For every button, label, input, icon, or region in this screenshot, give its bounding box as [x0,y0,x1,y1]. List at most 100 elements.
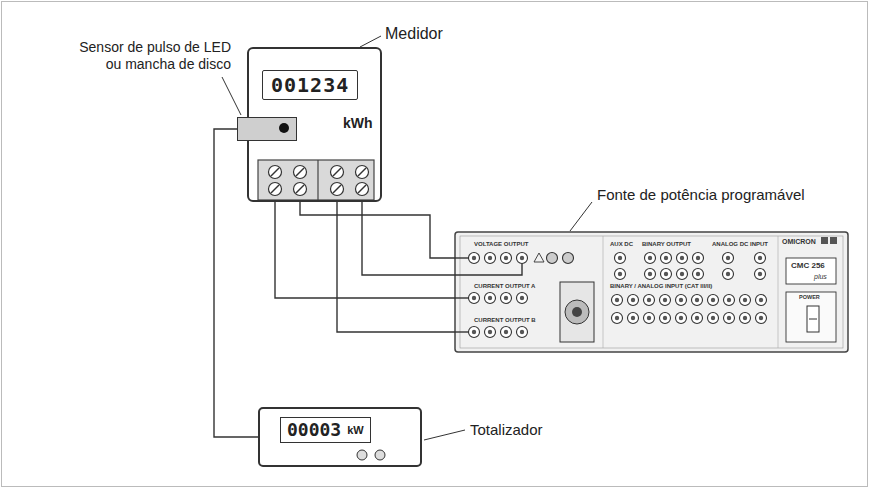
screw [356,183,369,196]
warning-triangle [534,253,544,262]
terminal [724,295,735,306]
model-badge [786,258,836,284]
terminal [756,313,767,324]
wire [337,202,455,332]
screw [269,166,282,179]
terminal [628,295,639,306]
leader-line [424,430,465,440]
panel-wire [455,257,469,258]
terminal [628,313,639,324]
panel-divider [778,236,779,348]
terminal [723,269,734,280]
wire [362,202,455,275]
terminal [755,253,766,264]
totalizer-reading: 00003 [287,421,341,439]
screw [294,183,307,196]
terminal [676,295,687,306]
screw [331,183,344,196]
pulse-sensor: Sensor de pulso de LED ou mancha de disc… [237,117,297,141]
panel-label: OMICRON [782,238,816,245]
panel-wire [455,297,469,298]
device-panel [455,232,848,352]
terminal [708,295,719,306]
terminal [693,269,704,280]
terminal [501,327,512,338]
terminal [485,293,496,304]
terminal [612,295,623,306]
terminal [692,313,703,324]
terminal [517,327,528,338]
leader-line [222,77,241,115]
terminal [661,253,672,264]
panel-label: BINARY / ANALOG INPUT (CAT III/II) [610,283,712,289]
panel-label: BINARY OUTPUT [642,241,691,247]
meter-heading: Medidor [385,25,443,43]
terminal [660,295,671,306]
terminal [723,253,734,264]
terminal [645,253,656,264]
connector-socket [565,300,589,324]
panel-label: plus [814,273,827,280]
terminal [677,253,688,264]
switch-rocker [809,319,817,320]
terminal [501,293,512,304]
power-switch [807,306,819,332]
terminal-block [258,160,374,200]
terminal [485,327,496,338]
panel-label: VOLTAGE OUTPUT [474,241,528,247]
terminal [469,253,480,264]
terminal [547,253,558,264]
screw [356,166,369,179]
meter-display: 001234 [262,70,358,100]
totalizer-button [357,450,367,460]
terminal [644,295,655,306]
connector-pin [572,307,582,317]
logo-square [830,237,837,244]
wire [275,202,455,298]
logo-square [821,237,828,244]
panel-inner-border [460,236,843,348]
generator-connector [560,282,594,342]
panel-label: ANALOG DC INPUT [712,241,768,247]
wire [300,202,455,258]
power-box [786,292,836,342]
terminal [501,253,512,264]
terminal [517,293,528,304]
panel-wire [455,331,469,332]
leader-line [570,202,592,231]
panel-divider [603,236,604,348]
totalizer-heading: Totalizador [470,421,543,438]
terminal [644,313,655,324]
terminal [660,313,671,324]
terminal [517,253,528,264]
terminal [615,253,626,264]
panel-wire [455,264,522,276]
screw [331,166,344,179]
panel-label: AUX DC [610,241,633,247]
terminal [692,295,703,306]
panel-label: CMC 256 [791,262,825,270]
terminal [661,269,672,280]
screw [269,183,282,196]
terminal [755,269,766,280]
sensor-dot [279,123,289,133]
device-heading: Fonte de potência programável [597,186,805,203]
panel-label: POWER [799,295,820,301]
panel-label: CURRENT OUTPUT A [474,283,535,289]
terminal [485,253,496,264]
terminal [612,313,623,324]
terminal [740,295,751,306]
sensor-heading: Sensor de pulso de LED ou mancha de disc… [66,39,231,73]
terminal [615,269,626,280]
screw [294,166,307,179]
unit-label: kW [347,425,364,436]
terminal [693,253,704,264]
terminal [756,295,767,306]
wire [214,129,258,437]
meter-reading: 001234 [271,75,349,95]
terminal [724,313,735,324]
terminal [740,313,751,324]
totalizer-button [375,450,385,460]
terminal-divider [317,160,318,200]
